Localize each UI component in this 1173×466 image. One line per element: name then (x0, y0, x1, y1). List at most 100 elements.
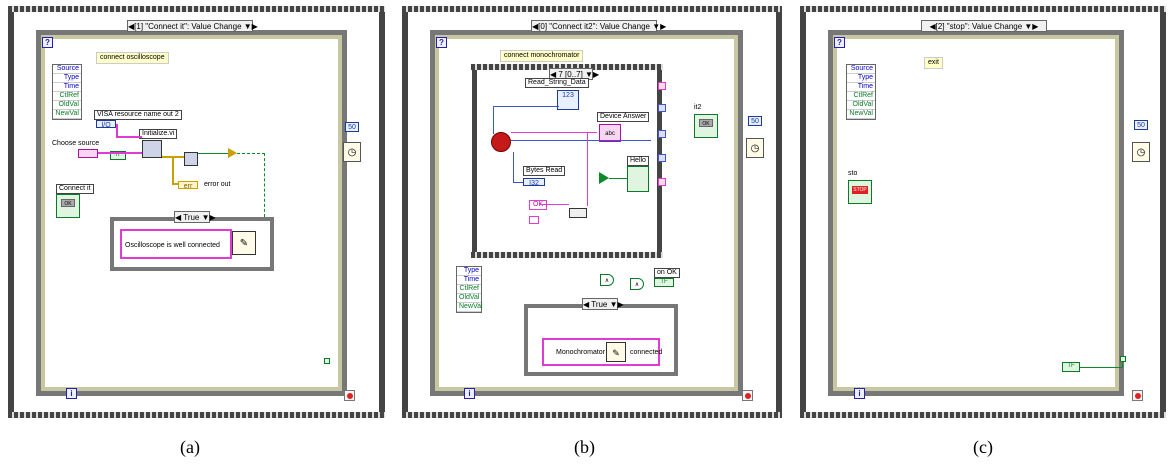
while-loop-c: ◀[2] "stop": Value Change ▼▶ ? exit Sour… (800, 6, 1166, 418)
event-selector-a[interactable]: ◀[1] "Connect it": Value Change ▼▶ (127, 20, 258, 32)
dialog-icon-a: ✎ (232, 231, 256, 255)
event-structure-c: ◀[2] "stop": Value Change ▼▶ (828, 20, 1124, 396)
event-data-node-b: Type Time CtlRef OldVal NewVal (456, 266, 483, 313)
event-structure-a: ◀[1] "Connect it": Value Change ▼▶ (36, 20, 347, 396)
connect-it-button-terminal[interactable]: OK (56, 194, 80, 218)
comment-c: exit (924, 57, 943, 69)
stop-condition-icon-a (344, 390, 355, 401)
dialog-icon-b: ✎ (606, 342, 626, 362)
device-answer-terminal: abc (599, 124, 621, 142)
event-data-type: Type (53, 74, 81, 83)
event-data-oldval-c: OldVal (847, 101, 875, 110)
event-data-type-c: Type (847, 74, 875, 83)
event-data-oldval: OldVal (53, 101, 81, 110)
message-box-b: Monochromator connected (542, 338, 663, 366)
visa-resource-terminal: I/O (96, 120, 116, 129)
stop-label: sto (848, 170, 858, 177)
event-data-ctlref: CtlRef (53, 92, 81, 101)
ok-constant: OK (529, 200, 548, 210)
stop-condition-icon-c (1132, 390, 1143, 401)
on-ok-terminal: TF (654, 278, 674, 287)
iteration-terminal-c: i (854, 388, 865, 399)
selector-icon-c: ? (834, 37, 845, 48)
and-gate-2: ∧ (630, 278, 644, 290)
initialize-vi-icon[interactable] (142, 140, 162, 158)
comment-b: connect monochromator (500, 50, 584, 62)
iteration-terminal-a: i (66, 388, 77, 399)
case-structure-b: ◀ True ▼▶ Monochromator connected ✎ (524, 298, 678, 376)
case-selector-a[interactable]: ◀ True ▼▶ (174, 211, 216, 223)
while-loop-b: ◀[0] "Connect it2": Value Change ▼▶ ? co… (402, 6, 782, 418)
loop-condition-wire-a (324, 358, 330, 364)
event-data-newval: NewVal (53, 110, 81, 119)
read-string-label: Read_String_Data (525, 78, 589, 88)
event-data-source-c: Source (847, 65, 875, 74)
event-data-ctlref-b: CtlRef (457, 285, 481, 294)
stop-button-face: STOP (852, 186, 868, 194)
bytes-read-terminal: I32 (523, 178, 545, 187)
event-data-node-c: Source Type Time CtlRef OldVal NewVal (846, 64, 876, 120)
equal-triangle (599, 172, 609, 184)
bytes-read-label: Bytes Read (523, 166, 566, 176)
sequence-structure: ◀ 7 [0..7] ▼▶ Read_String_Data 123 Devic… (471, 64, 663, 258)
iteration-terminal-b: i (464, 388, 475, 399)
event-data-type-b: Type (457, 267, 481, 276)
unbundle-icon (184, 152, 198, 166)
loop-condition-wire-c (1120, 356, 1126, 362)
comment-a: connect oscilloscope (96, 52, 169, 64)
it2-button-terminal[interactable]: OK (694, 114, 718, 138)
tunnel-blue-2 (658, 130, 666, 138)
caption-c: (c) (973, 437, 993, 457)
event-data-ctlref-c: CtlRef (847, 92, 875, 101)
message-text-a: Oscilloscope is well connected (125, 242, 220, 249)
compare-triangle-a (228, 148, 237, 158)
tf-constant-a: TF (110, 151, 126, 160)
while-loop-a: ◀[1] "Connect it": Value Change ▼▶ ? con… (8, 6, 385, 418)
wait-constant-b: 50 (748, 116, 762, 126)
tunnel-blue-1 (658, 104, 666, 112)
and-gate-1: ∧ (600, 274, 614, 286)
event-data-node-a: Source Type Time CtlRef OldVal NewVal (52, 64, 82, 120)
selector-icon-b: ? (436, 37, 447, 48)
hello-led-terminal (627, 166, 649, 192)
message-text-b-left: Monochromator (556, 349, 606, 356)
concat-node (569, 208, 587, 218)
error-out-terminal: err (178, 181, 198, 190)
tunnel-blue-3 (658, 154, 666, 162)
it2-label: it2 (694, 104, 702, 111)
wait-timer-icon-b: ◷ (746, 138, 764, 158)
event-data-time-c: Time (847, 83, 875, 92)
string-const-small (529, 216, 539, 224)
read-string-terminal: 123 (557, 90, 579, 110)
tf-constant-c: TF (1062, 362, 1080, 372)
visa-read-node[interactable] (491, 132, 511, 152)
event-data-time-b: Time (457, 276, 481, 285)
event-data-oldval-b: OldVal (457, 294, 481, 303)
event-case-c (833, 35, 1119, 391)
selector-icon-a: ? (42, 37, 53, 48)
event-data-time: Time (53, 83, 81, 92)
stop-condition-icon-b (742, 390, 753, 401)
event-data-newval-b: NewVal (457, 303, 483, 312)
wait-timer-icon-a: ◷ (343, 142, 361, 162)
event-data-newval-c: NewVal (847, 110, 875, 119)
visa-resource-label: VISA resource name out 2 (94, 110, 182, 120)
choose-source-terminal (78, 149, 98, 158)
event-selector-b[interactable]: ◀[0] "Connect it2": Value Change ▼▶ (531, 20, 667, 32)
wait-timer-icon-c: ◷ (1132, 142, 1150, 162)
wait-constant-c: 50 (1134, 120, 1148, 130)
connect-it-label: Connect it (56, 184, 94, 194)
case-structure-a: ◀ True ▼▶ Oscilloscope is well connected… (110, 211, 274, 271)
on-ok-label: on OK (654, 268, 680, 278)
message-text-b-right: connected (630, 349, 663, 356)
caption-b: (b) (574, 437, 595, 457)
hello-label: Hello (627, 156, 649, 166)
stop-button-terminal[interactable]: STOP (848, 180, 872, 204)
event-selector-c[interactable]: ◀[2] "stop": Value Change ▼▶ (921, 20, 1047, 32)
initialize-vi-label: Initialize.vi (139, 129, 178, 139)
caption-a: (a) (180, 437, 200, 457)
tunnel-pink-2 (658, 178, 666, 186)
message-box-a: Oscilloscope is well connected (120, 229, 232, 259)
event-data-source: Source (53, 65, 81, 74)
case-selector-b[interactable]: ◀ True ▼▶ (582, 298, 624, 310)
